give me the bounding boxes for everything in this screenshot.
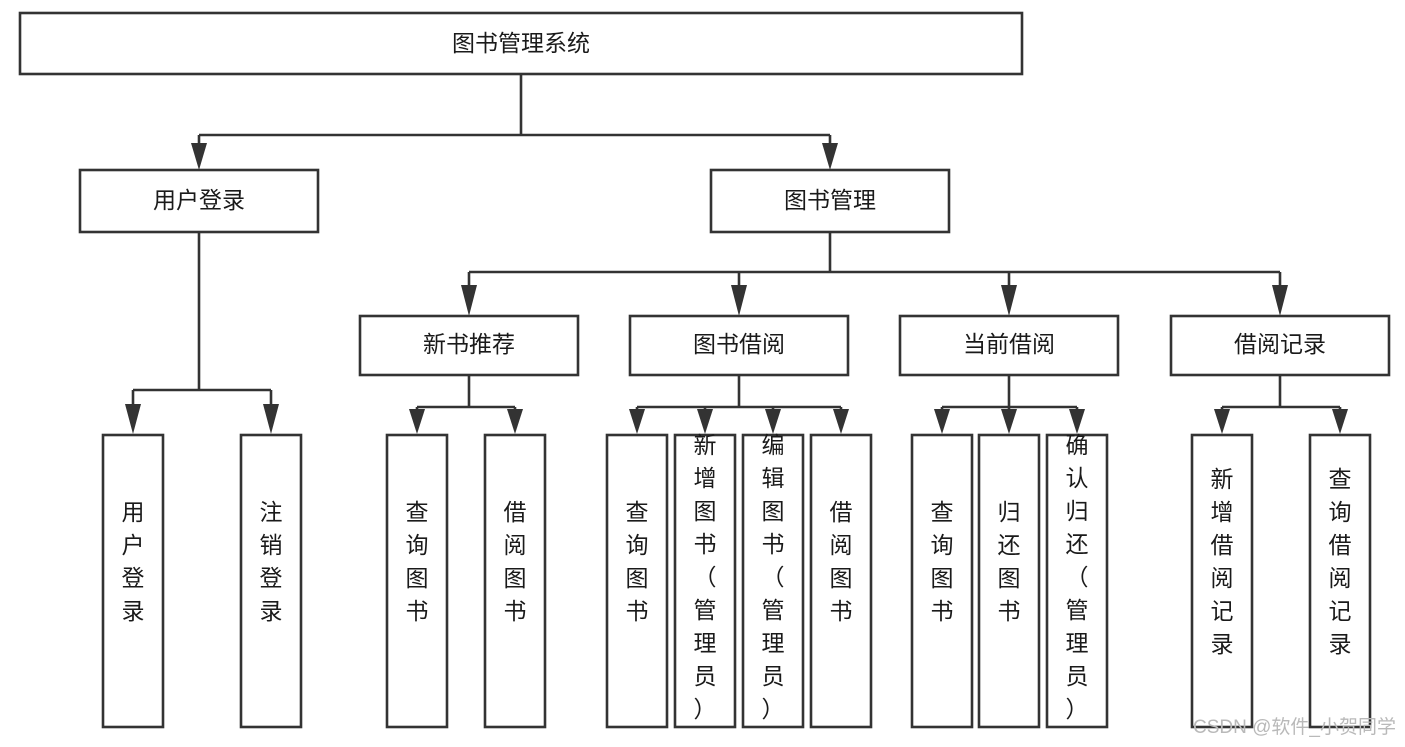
node-leaf2-box[interactable] — [239, 433, 303, 729]
arrow-icon-leaf4 — [507, 409, 523, 434]
node-leaf10-label: 归还图书 — [998, 499, 1021, 624]
node-leaf7-label: 编辑图书（管理员） — [762, 432, 785, 722]
node-current-box[interactable] — [898, 314, 1120, 377]
node-leaf9-label: 查询图书 — [931, 499, 954, 624]
node-leaf2[interactable]: 注销登录 — [239, 433, 303, 729]
connector-group-current-to-leaves — [934, 375, 1085, 434]
node-leaf6[interactable]: 新增图书（管理员） — [673, 432, 737, 729]
connector-group-record-to-leaves — [1214, 375, 1348, 434]
node-record[interactable]: 借阅记录 — [1169, 314, 1391, 377]
arrow-icon-leaf3 — [409, 409, 425, 434]
node-leaf13-label: 查询借阅记录 — [1329, 466, 1352, 657]
arrow-icon-leaf6 — [697, 409, 713, 434]
node-leaf1-box[interactable] — [101, 433, 165, 729]
connector-group-newbook-to-leaves — [409, 375, 523, 434]
node-leaf3[interactable]: 查询图书 — [385, 433, 449, 729]
node-newbook-label: 新书推荐 — [423, 331, 515, 357]
node-bookmgmt-label: 图书管理 — [784, 187, 876, 213]
node-leaf7-box[interactable] — [741, 433, 805, 729]
arrow-icon-leaf11 — [1069, 409, 1085, 434]
node-leaf11[interactable]: 确认归还（管理员） — [1045, 432, 1109, 729]
node-leaf11-box[interactable] — [1045, 433, 1109, 729]
connector-group-root-to-level2 — [191, 75, 838, 170]
arrow-icon-leaf7 — [765, 409, 781, 434]
node-leaf8[interactable]: 借阅图书 — [809, 433, 873, 729]
node-leaf8-label: 借阅图书 — [830, 499, 853, 624]
node-root-box[interactable] — [18, 11, 1024, 76]
node-leaf8-box[interactable] — [809, 433, 873, 729]
node-leaf12[interactable]: 新增借阅记录 — [1190, 433, 1254, 729]
arrow-icon-record — [1272, 285, 1288, 316]
node-leaf4[interactable]: 借阅图书 — [483, 433, 547, 729]
node-leaf4-label: 借阅图书 — [504, 499, 527, 624]
node-leaf5-box[interactable] — [605, 433, 669, 729]
node-record-box[interactable] — [1169, 314, 1391, 377]
node-leaf5[interactable]: 查询图书 — [605, 433, 669, 729]
node-borrow-label: 图书借阅 — [693, 331, 785, 357]
node-leaf13[interactable]: 查询借阅记录 — [1308, 433, 1372, 729]
node-leaf1-label: 用户登录 — [122, 499, 145, 624]
connector-group-bookmgmt-to-level3 — [461, 232, 1288, 316]
arrow-icon-leaf1 — [125, 404, 141, 434]
arrow-icon-leaf10 — [1001, 409, 1017, 434]
node-leaf6-label: 新增图书（管理员） — [694, 432, 717, 722]
node-borrow[interactable]: 图书借阅 — [628, 314, 850, 377]
node-leaf3-label: 查询图书 — [406, 499, 429, 624]
node-record-label: 借阅记录 — [1234, 331, 1326, 357]
node-leaf12-box[interactable] — [1190, 433, 1254, 729]
node-newbook-box[interactable] — [358, 314, 580, 377]
node-leaf13-box[interactable] — [1308, 433, 1372, 729]
node-current-label: 当前借阅 — [963, 331, 1055, 357]
node-leaf1[interactable]: 用户登录 — [101, 433, 165, 729]
arrow-icon-leaf12 — [1214, 409, 1230, 434]
node-newbook[interactable]: 新书推荐 — [358, 314, 580, 377]
arrow-icon-leaf13 — [1332, 409, 1348, 434]
node-leaf11-label: 确认归还（管理员） — [1066, 432, 1089, 722]
node-leaf4-box[interactable] — [483, 433, 547, 729]
connector-group-borrow-to-leaves — [629, 375, 849, 434]
watermark-label: CSDN @软件_小贺同学 — [1193, 716, 1396, 738]
arrow-icon-login — [191, 143, 207, 170]
node-borrow-box[interactable] — [628, 314, 850, 377]
node-bookmgmt-box[interactable] — [709, 168, 951, 234]
node-root-label: 图书管理系统 — [452, 30, 590, 56]
node-leaf10[interactable]: 归还图书 — [977, 433, 1041, 729]
node-current[interactable]: 当前借阅 — [898, 314, 1120, 377]
arrow-icon-newbook — [461, 285, 477, 316]
node-login[interactable]: 用户登录 — [78, 168, 320, 234]
node-leaf6-box[interactable] — [673, 433, 737, 729]
node-leaf10-box[interactable] — [977, 433, 1041, 729]
node-leaf9[interactable]: 查询图书 — [910, 433, 974, 729]
node-leaf2-label: 注销登录 — [260, 499, 283, 624]
node-leaf12-label: 新增借阅记录 — [1211, 466, 1234, 657]
arrow-icon-current — [1001, 285, 1017, 316]
connector-group-login-to-leaves — [125, 232, 279, 434]
arrow-icon-bookmgmt — [822, 143, 838, 170]
arrow-icon-leaf2 — [263, 404, 279, 434]
arrow-icon-leaf8 — [833, 409, 849, 434]
node-root[interactable]: 图书管理系统 — [18, 11, 1024, 76]
node-login-label: 用户登录 — [153, 187, 245, 213]
node-leaf7[interactable]: 编辑图书（管理员） — [741, 432, 805, 729]
node-leaf3-box[interactable] — [385, 433, 449, 729]
node-leaf9-box[interactable] — [910, 433, 974, 729]
arrow-icon-borrow — [731, 285, 747, 316]
arrow-icon-leaf9 — [934, 409, 950, 434]
node-login-box[interactable] — [78, 168, 320, 234]
node-bookmgmt[interactable]: 图书管理 — [709, 168, 951, 234]
arrow-icon-leaf5 — [629, 409, 645, 434]
node-leaf5-label: 查询图书 — [626, 499, 649, 624]
